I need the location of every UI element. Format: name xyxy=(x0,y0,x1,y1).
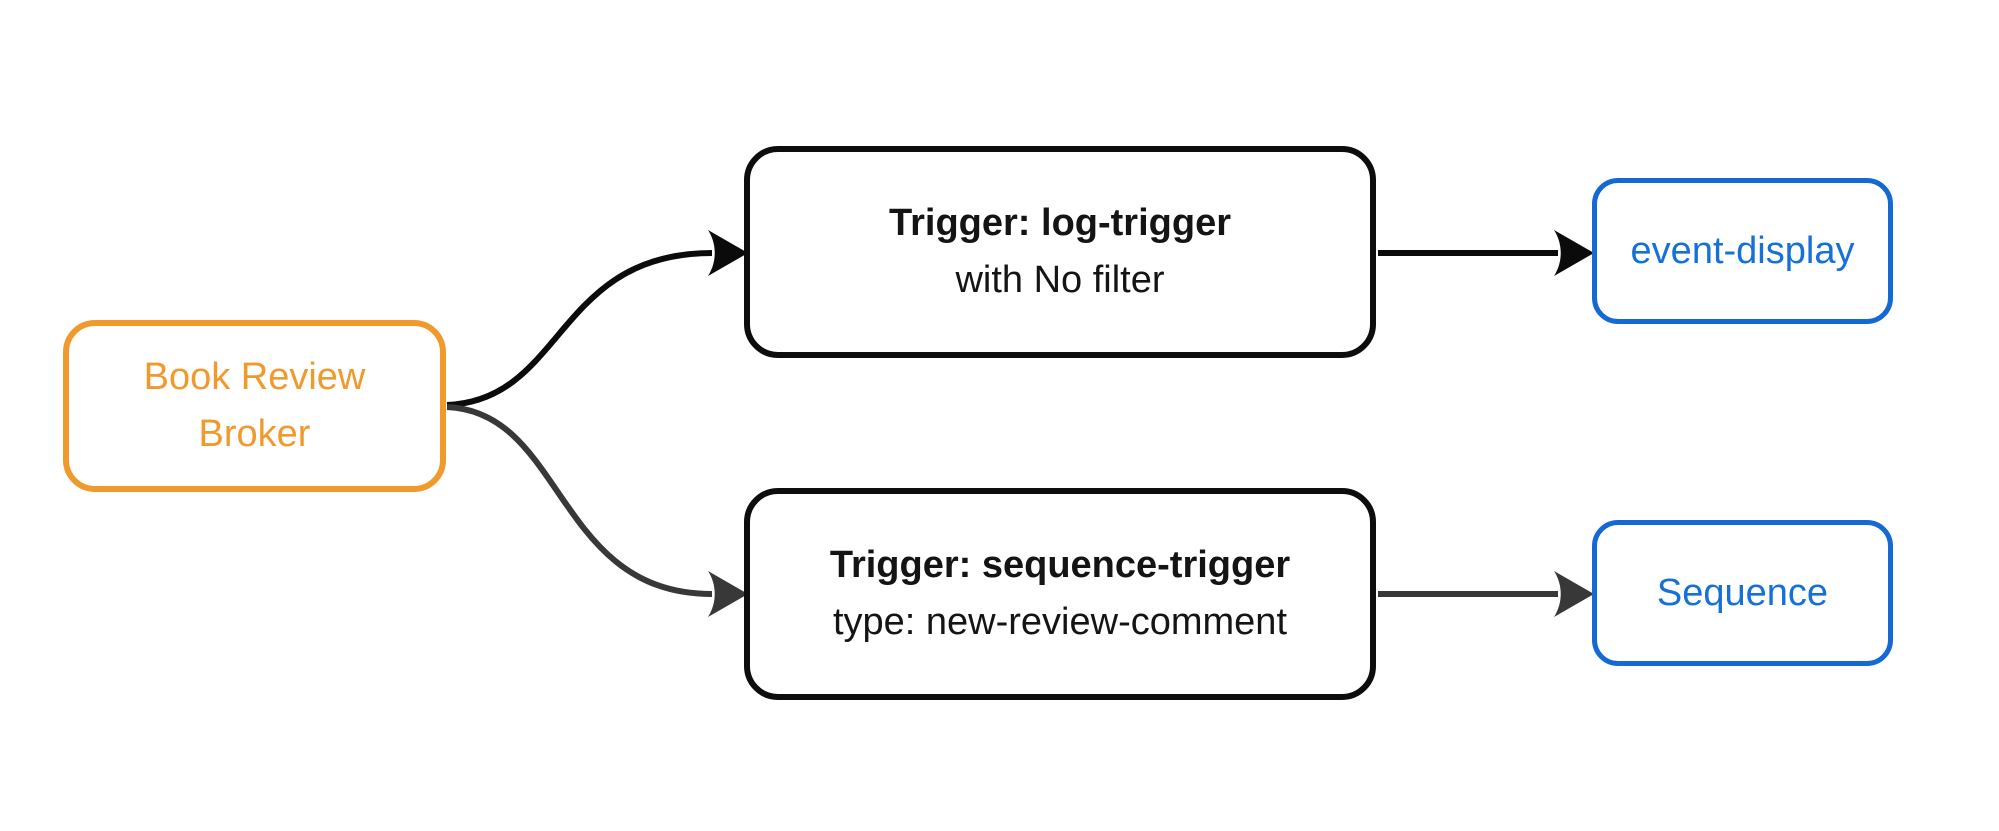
arrowhead-log-trigger xyxy=(708,230,748,276)
arrowhead-sequence xyxy=(1554,571,1594,617)
sequence-trigger-subtitle: type: new-review-comment xyxy=(832,601,1288,643)
node-sequence: Sequence xyxy=(1592,520,1893,666)
event-display-label: event-display xyxy=(1630,229,1855,272)
log-trigger-subtitle: with No filter xyxy=(955,259,1165,301)
node-sequence-trigger: Trigger: sequence-trigger type: new-revi… xyxy=(744,488,1376,700)
broker-label-line2: Broker xyxy=(198,413,311,455)
arrowhead-event-display xyxy=(1554,230,1594,276)
log-trigger-title: Trigger: log-trigger xyxy=(889,202,1231,244)
broker-label-line1: Book Review xyxy=(143,356,366,398)
sequence-label: Sequence xyxy=(1656,571,1829,614)
arrowhead-sequence-trigger xyxy=(708,571,748,617)
edge-broker-to-sequence-trigger xyxy=(446,404,713,597)
sequence-trigger-title: Trigger: sequence-trigger xyxy=(829,544,1291,586)
node-event-display: event-display xyxy=(1592,178,1893,324)
node-book-review-broker: Book Review Broker xyxy=(63,320,446,492)
node-log-trigger: Trigger: log-trigger with No filter xyxy=(744,146,1376,358)
edge-broker-to-log-trigger xyxy=(446,250,713,408)
